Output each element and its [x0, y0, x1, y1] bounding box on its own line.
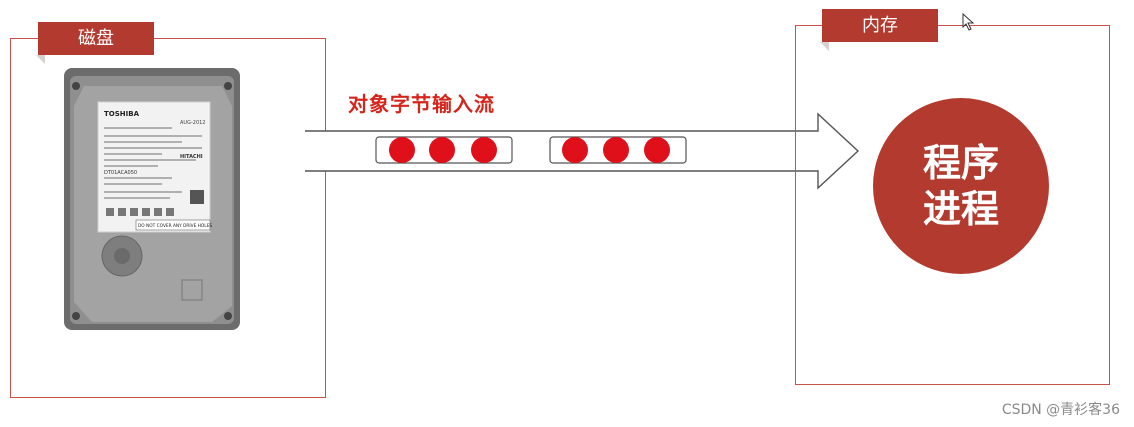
mouse-cursor-icon: [962, 13, 975, 31]
byte-dot: [471, 137, 497, 163]
disk-panel: [10, 38, 326, 398]
byte-dot: [644, 137, 670, 163]
memory-panel: [795, 25, 1110, 385]
byte-dot: [389, 137, 415, 163]
byte-dot: [429, 137, 455, 163]
byte-dot: [562, 137, 588, 163]
hdd-warning-box: [135, 219, 211, 231]
memory-tag-fold: [820, 42, 829, 51]
memory-tag: 内存: [822, 9, 938, 42]
hdd-date: AUG-2012: [180, 120, 205, 126]
watermark: CSDN @青衫客36: [1001, 402, 1120, 418]
process-line-1: 程序: [922, 141, 999, 185]
hdd-rf-logo: [190, 190, 204, 204]
process-line-2: 进程: [922, 187, 999, 231]
byte-dot: [603, 137, 629, 163]
hdd-model: DT01ACA050: [104, 170, 137, 176]
hdd-warning: DO NOT COVER ANY DRIVE HOLES: [138, 223, 212, 229]
disk-tag-fold: [36, 55, 45, 64]
process-circle: 程序 进程: [873, 98, 1049, 274]
hdd-vendor: HITACHI: [180, 154, 203, 160]
disk-tag: 磁盘: [38, 22, 154, 55]
stream-label: 对象字节输入流: [348, 92, 495, 116]
hdd-brand: TOSHIBA: [104, 110, 140, 118]
hard-drive-image: TOSHIBA AUG-2012 HITACHI DT01ACA050 DO N…: [64, 68, 240, 330]
byte-groups: [375, 136, 687, 164]
